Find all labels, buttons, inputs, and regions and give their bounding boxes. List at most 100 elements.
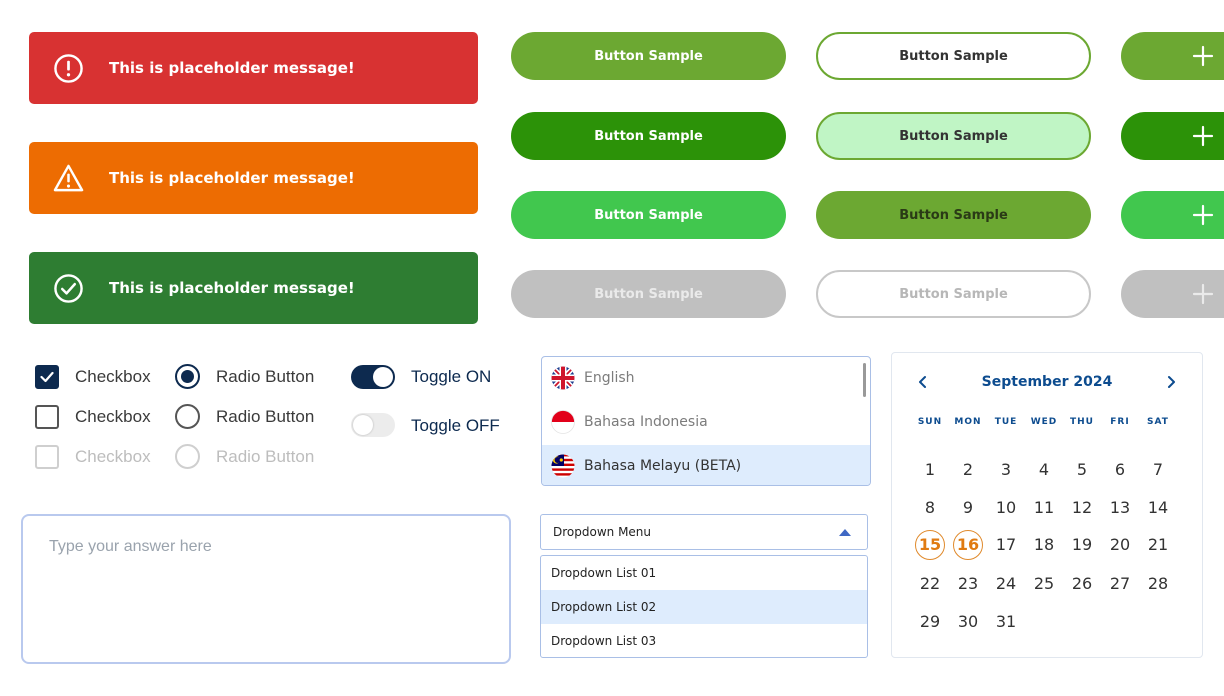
calendar-day[interactable]: 13 (1109, 498, 1131, 517)
chevron-right-icon[interactable] (1163, 374, 1179, 390)
plus-icon (1192, 125, 1214, 147)
toggle-knob (353, 415, 373, 435)
calendar-day[interactable]: 31 (995, 612, 1017, 631)
indonesia-flag-icon (551, 410, 575, 434)
error-alert: This is placeholder message! (29, 32, 478, 104)
weekday-label: THU (1070, 417, 1094, 427)
calendar-day[interactable]: 7 (1152, 460, 1164, 479)
success-alert: This is placeholder message! (29, 252, 478, 324)
calendar-day[interactable]: 8 (924, 498, 936, 517)
calendar-day[interactable]: 4 (1038, 460, 1050, 479)
calendar-day[interactable]: 21 (1147, 535, 1169, 554)
secondary-button-hover[interactable]: Button Sample (816, 191, 1091, 239)
checkbox-label: Checkbox (75, 407, 151, 426)
warning-alert: This is placeholder message! (29, 142, 478, 214)
dropdown-menu[interactable]: Dropdown Menu (540, 514, 868, 550)
add-button-pressed[interactable] (1121, 112, 1224, 160)
alert-message: This is placeholder message! (109, 169, 355, 187)
calendar-day[interactable]: 2 (962, 460, 974, 479)
toggle-on[interactable] (351, 365, 395, 389)
plus-icon (1192, 204, 1214, 226)
toggle-knob (373, 367, 393, 387)
dropdown-option[interactable]: Dropdown List 01 (541, 556, 867, 590)
calendar-day-highlighted[interactable]: 15 (915, 530, 945, 560)
language-label: Bahasa Melayu (BETA) (584, 458, 742, 474)
calendar-day[interactable]: 25 (1033, 574, 1055, 593)
language-item-english[interactable]: English (542, 357, 870, 399)
calendar-day[interactable]: 26 (1071, 574, 1093, 593)
calendar-day[interactable]: 19 (1071, 535, 1093, 554)
calendar-day[interactable]: 18 (1033, 535, 1055, 554)
secondary-button[interactable]: Button Sample (816, 32, 1091, 80)
calendar-day[interactable]: 29 (919, 612, 941, 631)
calendar-day-highlighted[interactable]: 16 (953, 530, 983, 560)
warning-triangle-icon (53, 164, 84, 192)
dropdown-option[interactable]: Dropdown List 02 (541, 590, 867, 624)
checkbox-disabled (35, 445, 59, 469)
caret-up-icon (839, 529, 851, 536)
uk-flag-icon (551, 366, 575, 390)
calendar-day[interactable]: 9 (962, 498, 974, 517)
primary-button-hover[interactable]: Button Sample (511, 191, 786, 239)
dropdown-list: Dropdown List 01 Dropdown List 02 Dropdo… (540, 555, 868, 658)
calendar-day[interactable]: 14 (1147, 498, 1169, 517)
radio-label: Radio Button (216, 407, 315, 426)
calendar-day[interactable]: 1 (924, 460, 936, 479)
radio-label: Radio Button (216, 447, 315, 466)
radio-unselected[interactable] (175, 404, 200, 429)
checkbox-unchecked[interactable] (35, 405, 59, 429)
calendar-day[interactable]: 27 (1109, 574, 1131, 593)
calendar-day[interactable]: 30 (957, 612, 979, 631)
toggle-label: Toggle OFF (411, 416, 500, 435)
checkbox-checked[interactable] (35, 365, 59, 389)
calendar-day[interactable]: 10 (995, 498, 1017, 517)
calendar-day[interactable]: 11 (1033, 498, 1055, 517)
secondary-button-disabled: Button Sample (816, 270, 1091, 318)
answer-textarea[interactable] (21, 514, 511, 664)
calendar-day[interactable]: 20 (1109, 535, 1131, 554)
add-button-hover[interactable] (1121, 191, 1224, 239)
language-label: English (584, 370, 635, 386)
calendar-day[interactable]: 28 (1147, 574, 1169, 593)
radio-selected[interactable] (175, 364, 200, 389)
weekday-label: SAT (1147, 417, 1169, 427)
checkmark-icon (40, 371, 54, 383)
check-circle-icon (54, 274, 83, 303)
calendar-day[interactable]: 5 (1076, 460, 1088, 479)
add-button[interactable] (1121, 32, 1224, 80)
toggle-off[interactable] (351, 413, 395, 437)
calendar-day[interactable]: 12 (1071, 498, 1093, 517)
primary-button-disabled: Button Sample (511, 270, 786, 318)
primary-button-pressed[interactable]: Button Sample (511, 112, 786, 160)
malaysia-flag-icon (551, 454, 575, 478)
language-list: English Bahasa Indonesia (541, 356, 871, 486)
alert-message: This is placeholder message! (109, 279, 355, 297)
alert-message: This is placeholder message! (109, 59, 355, 77)
dropdown-option-label: Dropdown List 03 (551, 634, 657, 648)
plus-icon (1192, 45, 1214, 67)
checkbox-label: Checkbox (75, 447, 151, 466)
calendar-day[interactable]: 17 (995, 535, 1017, 554)
weekday-label: FRI (1110, 417, 1130, 427)
language-item-indonesia[interactable]: Bahasa Indonesia (542, 401, 870, 443)
dropdown-label: Dropdown Menu (553, 525, 652, 539)
radio-label: Radio Button (216, 367, 315, 386)
radio-disabled (175, 444, 200, 469)
error-circle-icon (54, 54, 83, 83)
calendar-day[interactable]: 23 (957, 574, 979, 593)
language-item-malaysia[interactable]: Bahasa Melayu (BETA) (542, 445, 870, 485)
primary-button[interactable]: Button Sample (511, 32, 786, 80)
weekday-label: MON (954, 417, 982, 427)
weekday-label: SUN (917, 417, 943, 427)
chevron-left-icon[interactable] (915, 374, 931, 390)
calendar-day[interactable]: 22 (919, 574, 941, 593)
dropdown-option[interactable]: Dropdown List 03 (541, 624, 867, 657)
weekday-label: TUE (994, 417, 1018, 427)
scrollbar[interactable] (863, 363, 866, 397)
calendar-day[interactable]: 6 (1114, 460, 1126, 479)
dropdown-option-label: Dropdown List 01 (551, 566, 657, 580)
calendar-day[interactable]: 3 (1000, 460, 1012, 479)
calendar-day[interactable]: 24 (995, 574, 1017, 593)
secondary-button-pressed[interactable]: Button Sample (816, 112, 1091, 160)
